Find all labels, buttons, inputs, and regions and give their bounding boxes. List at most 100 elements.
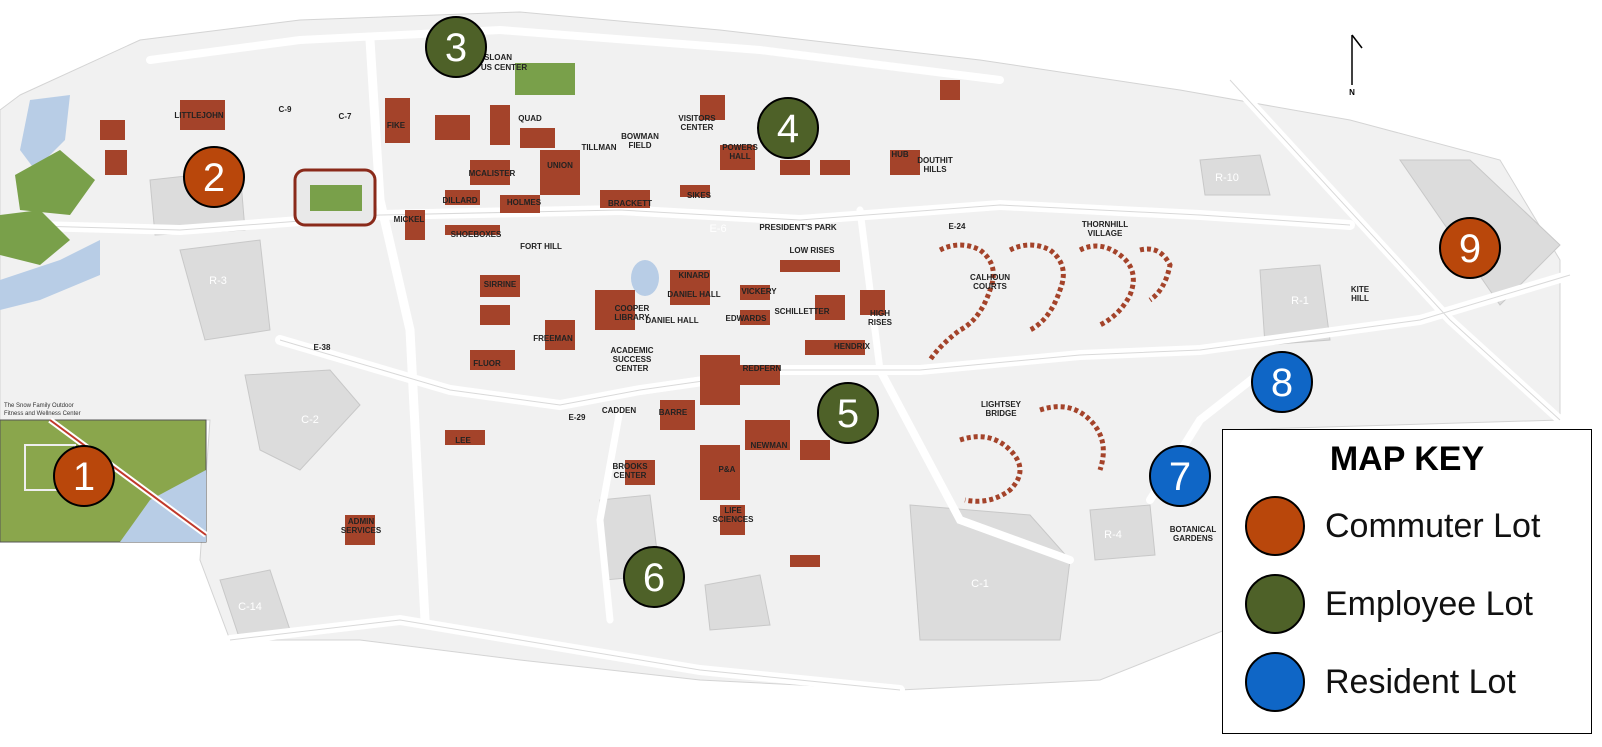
building-label: DANIEL HALL <box>667 290 720 299</box>
building-label: MCALISTER <box>469 169 516 178</box>
key-row-employee: Employee Lot <box>1245 572 1533 636</box>
building-label: KITE <box>1351 285 1370 294</box>
commuter-lot-marker-icon <box>183 146 245 208</box>
building-label: COOPER <box>615 304 650 313</box>
lot-label: R-10 <box>1215 172 1239 184</box>
parking-marker-2[interactable]: 2 <box>183 146 245 208</box>
building-label: CENTER <box>681 123 714 132</box>
key-label-resident: Resident Lot <box>1325 662 1516 701</box>
building-label: BROOKS <box>612 462 648 471</box>
building-label: TILLMAN <box>581 143 616 152</box>
building-label: RISES <box>868 318 893 327</box>
marker-number: 1 <box>73 455 95 499</box>
building-label: SERVICES <box>341 526 382 535</box>
marker-number: 6 <box>643 556 665 600</box>
building-label: SIKES <box>687 191 712 200</box>
building-label: VILLAGE <box>1088 229 1123 238</box>
marker-number: 7 <box>1169 455 1191 499</box>
compass-label: N <box>1349 88 1355 97</box>
building-label: GARDENS <box>1173 534 1214 543</box>
building-label: LIBRARY <box>614 313 650 322</box>
building-label: LIGHTSEY <box>981 400 1022 409</box>
parking-marker-3[interactable]: 3 <box>425 16 487 78</box>
building-label: ACADEMIC <box>610 346 653 355</box>
parking-marker-9[interactable]: 9 <box>1439 217 1501 279</box>
building-label: FIKE <box>387 121 406 130</box>
building-label: CADDEN <box>602 406 636 415</box>
building-label: HENDRIX <box>834 342 871 351</box>
key-row-resident: Resident Lot <box>1245 650 1516 714</box>
building-label: SHOEBOXES <box>451 230 502 239</box>
parking-marker-1[interactable]: 1 <box>53 445 115 507</box>
building-label: VISITORS <box>678 114 716 123</box>
building-label: SUCCESS <box>613 355 652 364</box>
building-label: KINARD <box>678 271 709 280</box>
building-label: THORNHILL <box>1082 220 1128 229</box>
buildings <box>100 80 960 567</box>
resident-lot-marker-icon <box>1149 445 1211 507</box>
building-label: DILLARD <box>442 196 477 205</box>
building-label: COURTS <box>973 282 1007 291</box>
map-key: MAP KEY Commuter Lot Employee Lot Reside… <box>1222 429 1592 734</box>
building-label: C-9 <box>279 105 292 114</box>
athletic-fields <box>0 63 575 265</box>
building-label: P&A <box>719 465 736 474</box>
lot-label: E-6 <box>709 223 726 235</box>
building-label: NEWMAN <box>751 441 788 450</box>
building-label: BRACKETT <box>608 199 652 208</box>
building-label: SCHILLETTER <box>774 307 829 316</box>
employee-lot-marker-icon <box>817 382 879 444</box>
resident-dot-icon <box>1245 652 1305 712</box>
building-label: E-24 <box>949 222 966 231</box>
building-label: DOUTHIT <box>917 156 953 165</box>
marker-number: 4 <box>777 107 799 151</box>
inset-caption-line1: The Snow Family Outdoor <box>4 403 74 409</box>
marker-number: 5 <box>837 392 859 436</box>
employee-lot-marker-icon <box>623 546 685 608</box>
lot-label: R-3 <box>209 275 227 287</box>
parking-marker-7[interactable]: 7 <box>1149 445 1211 507</box>
building-label: FLUOR <box>473 359 501 368</box>
building-label: FORT HILL <box>520 242 562 251</box>
map-key-title: MAP KEY <box>1329 440 1485 478</box>
marker-number: 2 <box>203 156 225 200</box>
building-label: CENTER <box>616 364 649 373</box>
commuter-dot-icon <box>1245 496 1305 556</box>
building-label: BARRE <box>659 408 688 417</box>
parking-marker-8[interactable]: 8 <box>1251 351 1313 413</box>
building-label: SCIENCES <box>713 515 755 524</box>
building-label: LITTLEJOHN <box>174 111 224 120</box>
lake <box>20 95 70 170</box>
lot-label: R-4 <box>1104 529 1122 541</box>
building-label: VICKERY <box>741 287 777 296</box>
building-label: POWERS <box>722 143 758 152</box>
building-label: E-38 <box>314 343 331 352</box>
building-label: QUAD <box>518 114 542 123</box>
building-label: MICKEL <box>394 215 425 224</box>
building-label: HOLMES <box>507 198 542 207</box>
parking-marker-4[interactable]: 4 <box>757 97 819 159</box>
compass-arrow: N <box>1349 34 1363 97</box>
key-row-commuter: Commuter Lot <box>1245 494 1540 558</box>
key-label-employee: Employee Lot <box>1325 584 1533 623</box>
building-label: HUB <box>891 150 909 159</box>
resident-lot-marker-icon <box>1251 351 1313 413</box>
key-label-commuter: Commuter Lot <box>1325 506 1541 545</box>
residential-clusters <box>927 242 1173 504</box>
parking-marker-5[interactable]: 5 <box>817 382 879 444</box>
building-label: BRIDGE <box>985 409 1017 418</box>
parking-marker-6[interactable]: 6 <box>623 546 685 608</box>
building-label: ADMIN <box>348 517 374 526</box>
building-label: FIELD <box>628 141 651 150</box>
building-label: SLOAN <box>484 53 512 62</box>
building-label: E-29 <box>569 413 586 422</box>
lot-labels: R-3R-1R-4R-10C-1C-2C-14E-6 <box>209 172 1309 613</box>
employee-lot-marker-icon <box>757 97 819 159</box>
building-label: LOW RISES <box>790 246 836 255</box>
inset-caption-line2: Fitness and Wellness Center <box>4 411 81 417</box>
building-label: US CENTER <box>481 63 527 72</box>
building-label: FREEMAN <box>533 334 573 343</box>
building-label: PRESIDENT'S PARK <box>759 223 837 232</box>
marker-number: 9 <box>1459 227 1481 271</box>
